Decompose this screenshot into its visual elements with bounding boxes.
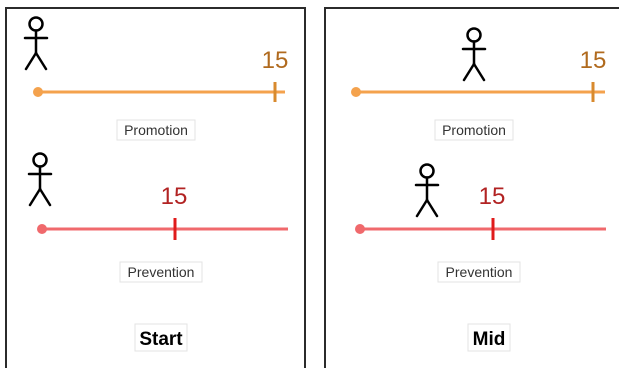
- promotion-start-dot: [33, 87, 43, 97]
- promotion-track-mid: 15 Promotion: [351, 27, 607, 141]
- panel-title-box: [134, 323, 188, 352]
- prevention-label-box: [119, 261, 203, 283]
- prevention-track-start: 15 Prevention: [27, 152, 288, 283]
- panel-title-box: [467, 323, 511, 352]
- promotion-label-box: [434, 119, 514, 141]
- prevention-start-dot: [37, 224, 47, 234]
- prevention-label-box: [437, 261, 521, 283]
- panel-mid-border: [324, 7, 619, 368]
- promotion-label: Promotion: [124, 122, 188, 138]
- stick-figure-icon: [27, 152, 53, 207]
- prevention-track-mid: 15 Prevention: [355, 163, 606, 283]
- panel-title: Start: [139, 329, 183, 350]
- promotion-label: Promotion: [442, 122, 506, 138]
- stick-figure-icon: [461, 27, 487, 82]
- panel-start-border: [5, 7, 306, 368]
- panel-title: Mid: [473, 329, 506, 350]
- promotion-target-number: 15: [262, 47, 289, 74]
- stick-figure-icon: [23, 16, 49, 71]
- prevention-target-number: 15: [161, 183, 188, 210]
- promotion-start-dot: [351, 87, 361, 97]
- prevention-label: Prevention: [446, 264, 513, 280]
- prevention-start-dot: [355, 224, 365, 234]
- promotion-track-start: 15 Promotion: [23, 16, 289, 141]
- prevention-label: Prevention: [128, 264, 195, 280]
- stick-figure-icon: [414, 163, 440, 218]
- panel-start: 15 Promotion 15 Prevention Start: [5, 7, 306, 368]
- promotion-target-number: 15: [580, 47, 607, 74]
- prevention-target-number: 15: [479, 183, 506, 210]
- panel-mid: 15 Promotion 15 Prevention Mid: [324, 7, 619, 368]
- promotion-label-box: [116, 119, 196, 141]
